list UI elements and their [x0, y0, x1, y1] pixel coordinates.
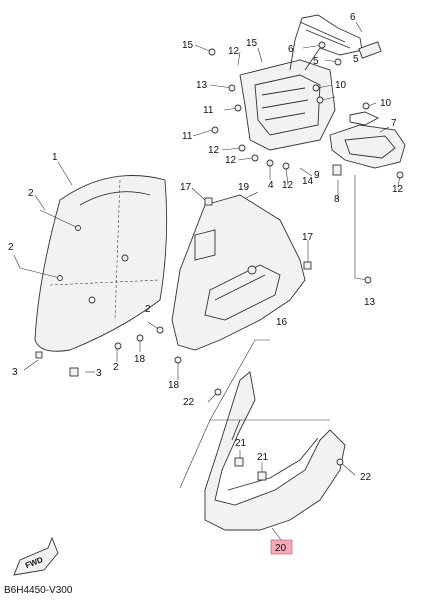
callout-3: 3	[96, 368, 102, 379]
callout-15: 15	[182, 40, 194, 51]
callout-10: 10	[380, 98, 392, 109]
callout-9: 9	[314, 170, 320, 181]
callout-20: 20	[275, 543, 287, 554]
callout-labels: 1 2 2 2 2 3 3 4 5 5 6 6 7 8 9 10 10 11 1…	[8, 12, 404, 555]
callout-12: 12	[225, 155, 237, 166]
callout-12: 12	[282, 180, 294, 191]
callout-17: 17	[302, 232, 314, 243]
forward-direction-arrow: FWD	[13, 536, 59, 576]
headlight-bracket-assembly	[239, 14, 382, 151]
callout-2: 2	[145, 304, 151, 315]
callout-4: 4	[268, 180, 274, 191]
callout-12: 12	[208, 145, 220, 156]
lower-cowl	[204, 371, 346, 531]
callout-12: 12	[392, 184, 404, 195]
callout-10: 10	[335, 80, 347, 91]
callout-16: 16	[276, 317, 288, 328]
callout-22: 22	[183, 397, 195, 408]
inner-panel	[171, 194, 306, 351]
callout-11: 11	[203, 105, 214, 116]
callout-5: 5	[313, 56, 319, 67]
callout-20-highlight	[270, 539, 293, 555]
windscreen	[34, 175, 168, 352]
callout-1: 1	[52, 152, 58, 163]
callout-15: 15	[246, 38, 258, 49]
diagram-code: B6H4450-V300	[4, 585, 73, 596]
callout-21: 21	[235, 438, 247, 449]
callout-6: 6	[350, 12, 356, 23]
callout-14: 14	[302, 176, 314, 187]
callout-11: 11	[182, 131, 193, 142]
side-mount-bracket	[329, 111, 406, 169]
callout-2: 2	[113, 362, 119, 373]
callout-13: 13	[364, 297, 376, 308]
callout-18: 18	[168, 380, 180, 391]
callout-5: 5	[353, 54, 359, 65]
callout-17: 17	[180, 182, 192, 193]
callout-12: 12	[228, 46, 240, 57]
callout-6: 6	[288, 44, 294, 55]
callout-2: 2	[8, 242, 14, 253]
callout-19: 19	[238, 182, 250, 193]
callout-2: 2	[28, 188, 34, 199]
callout-22: 22	[360, 472, 372, 483]
callout-7: 7	[391, 118, 397, 129]
callout-8: 8	[334, 194, 340, 205]
fasteners	[35, 41, 404, 481]
callout-21: 21	[257, 452, 269, 463]
callout-13: 13	[196, 80, 208, 91]
callout-3: 3	[12, 367, 18, 378]
callout-18: 18	[134, 354, 146, 365]
